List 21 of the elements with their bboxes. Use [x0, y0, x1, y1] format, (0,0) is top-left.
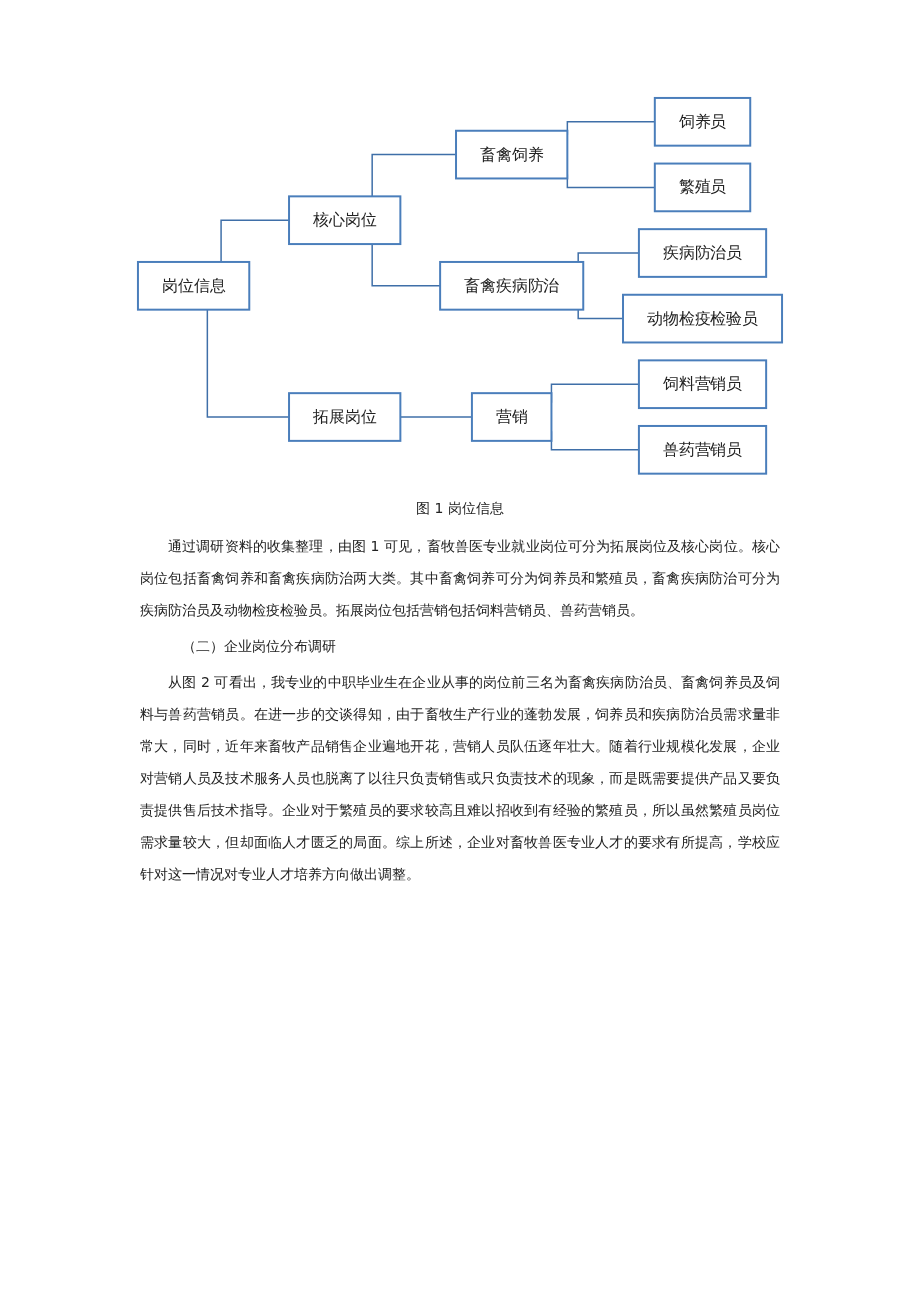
- node-box: 兽药营销员: [637, 424, 768, 475]
- node-box: 饲料营销员: [637, 359, 768, 410]
- body-paragraph: 从图 2 可看出，我专业的中职毕业生在企业从事的岗位前三名为畜禽疾病防治员、畜禽饲养员及饲料与兽药营销员。在进一步的交谈得知，由于畜牧生产行业的蓬勃发展，饲养员和疾病防治员需求量非常大，同时，近年来畜牧产品销售企业遍地开花，营销人员队伍逐年壮大。随着行业规模化发展，企业对营销人员及技术服务人员也脱离了以往只负责销售或只负责技术的现象，而是既需要提供产品又要负责提供售后技术指导。企业对于繁殖员的要求较高且难以招收到有经验的繁殖员，所以虽然繁殖员岗位需求量较大，但却面临人才匮乏的局面。综上所述，企业对畜牧兽医专业人才的要求有所提高，学校应针对这一情况对专业人才培养方向做出调整。: [140, 672, 780, 884]
- body-paragraph: 通过调研资料的收集整理，由图 1 可见，畜牧兽医专业就业岗位可分为拓展岗位及核心岗位。核心岗位包括畜禽饲养和畜禽疾病防治两大类。其中畜禽饲养可分为饲养员和繁殖员，畜禽疾病防治可分为疾病防治员及动物检疫检验员。拓展岗位包括营销包括饲料营销员、兽药营销员。: [140, 536, 780, 620]
- node-box: 营销: [470, 392, 553, 442]
- node-box: 畜禽饲养: [455, 129, 569, 180]
- connector: [577, 308, 624, 320]
- connector: [371, 153, 457, 198]
- connector: [371, 243, 441, 287]
- node-box: 畜禽疾病防治: [439, 260, 585, 311]
- node-box: 核心岗位: [288, 195, 402, 246]
- node-box: 饲养员: [653, 96, 752, 147]
- node-box: 疾病防治员: [637, 228, 768, 278]
- node-box: 拓展岗位: [288, 392, 402, 442]
- connector: [206, 308, 290, 418]
- connector: [220, 219, 290, 263]
- node-box: 繁殖员: [653, 162, 752, 213]
- node-box: 动物检疫检验员: [622, 293, 784, 344]
- figure-caption: 图 1 岗位信息: [415, 499, 505, 518]
- section-heading: （二）企业岗位分布调研: [181, 636, 337, 656]
- node-box: 岗位信息: [136, 260, 251, 311]
